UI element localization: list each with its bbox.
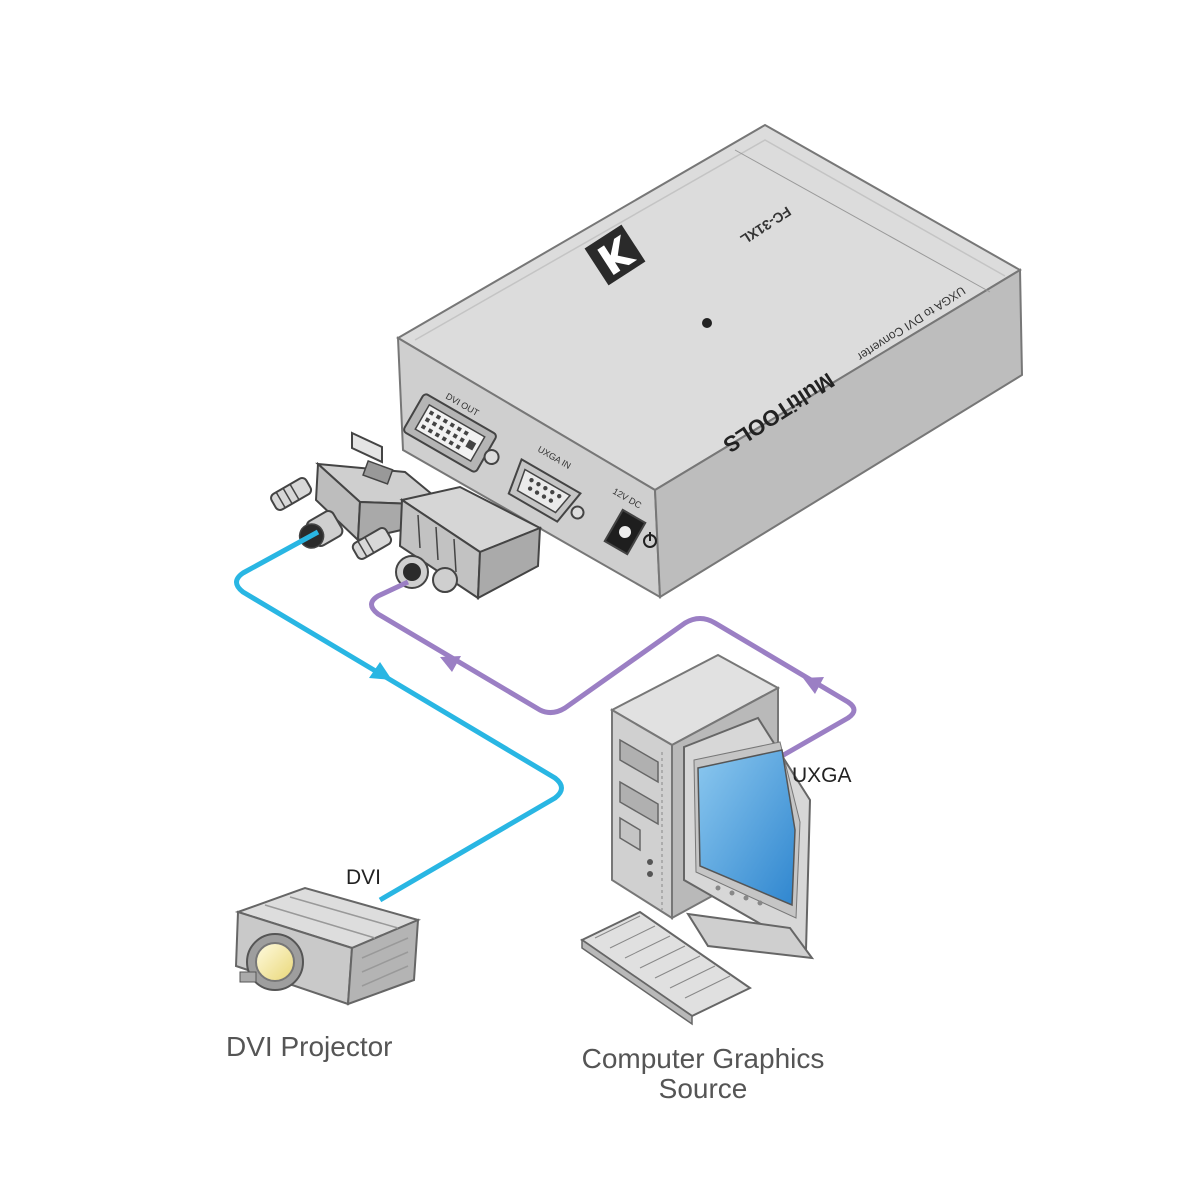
dvi-projector (234, 886, 422, 1006)
monitor-screen (697, 749, 796, 907)
converter-device: MultiTOOLS UXGA to DVI Converter FC-31XL… (396, 123, 1024, 599)
computer-monitor (683, 716, 815, 960)
registered-mark (702, 318, 712, 328)
uxga-in-port (507, 457, 585, 523)
dvi-out-port (403, 393, 500, 473)
dvi-cable-label: DVI (346, 866, 382, 889)
power-jack (603, 508, 647, 556)
dvi-direction-arrow (369, 662, 392, 680)
dvi-projector-label: DVI Projector (226, 1031, 393, 1062)
uxga-cable-label: UXGA (792, 764, 852, 787)
projector-lens (255, 942, 295, 982)
computer-graphics-source (580, 653, 815, 1026)
uxga-direction-arrow-2 (803, 677, 824, 694)
source-label-line2: Source (658, 1073, 748, 1104)
uxga-cable (369, 579, 857, 760)
kramer-logo (584, 224, 646, 286)
uxga-cable-plug (351, 485, 543, 600)
computer-keyboard (580, 910, 752, 1026)
dvi-cable (234, 529, 564, 903)
uxga-direction-arrow-1 (440, 656, 461, 672)
source-label-line1: Computer Graphics (581, 1043, 825, 1074)
power-icon (643, 532, 657, 548)
